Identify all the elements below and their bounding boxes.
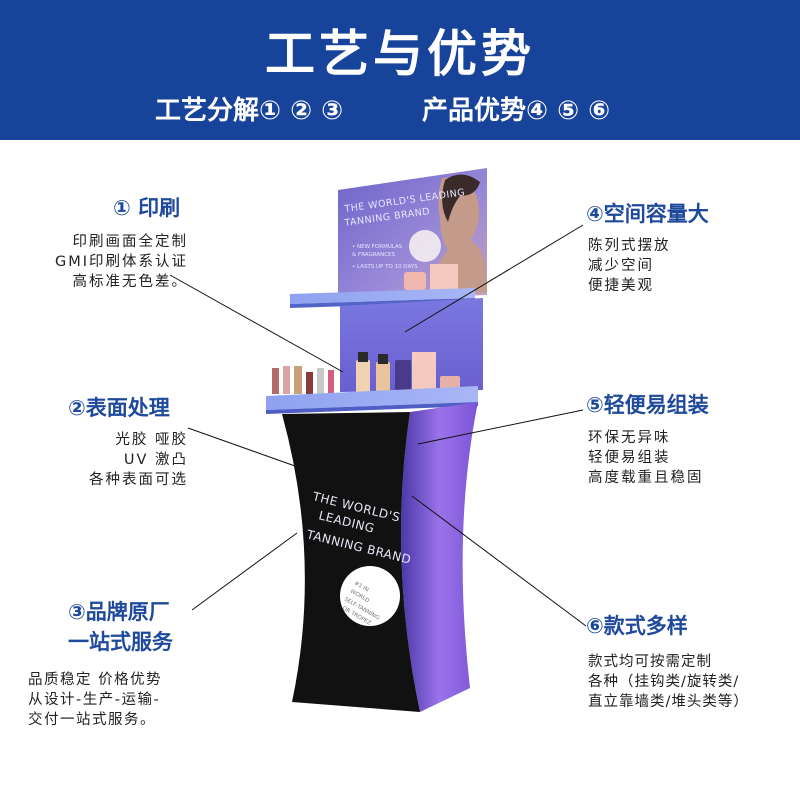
header-card-bullet-3: • LASTS UP TO 10 DAYS: [352, 264, 418, 270]
stand-side-panel: [401, 402, 478, 712]
feature-assembly-line-3: 高度载重且稳固: [588, 470, 704, 486]
stand-headline-3: TANNING BRAND: [304, 527, 412, 567]
feature-styles-desc: 款式均可按需定制 各种（挂钩类/旋转类/ 直立靠墙类/堆头类等）: [588, 652, 749, 712]
badge-line-2: WORLD: [349, 589, 370, 605]
feature-styles-title: ⑥款式多样: [586, 614, 688, 638]
lower-shelf: [266, 386, 478, 410]
header-card-bullet-2: & FRAGRANCES: [352, 252, 396, 258]
badge-line-3: SELF-TANNING: [343, 597, 380, 622]
stand-headline-1: THE WORLD'S: [310, 489, 401, 525]
feature-styles-line-3: 直立靠墙类/堆头类等）: [588, 694, 749, 710]
back-panel: [340, 298, 483, 392]
feature-printing-desc: 印刷画面全定制 GMI印刷体系认证 高标准无色差。: [55, 232, 188, 292]
badge-line-4: OR TROPEZ: [341, 606, 372, 627]
feature-brand-title-2: 一站式服务: [68, 630, 173, 654]
feature-surface-line-1: 光胶 哑胶: [115, 432, 188, 448]
page-title: 工艺与优势: [265, 25, 535, 83]
feature-surface-desc: 光胶 哑胶 UV 激凸 各种表面可选: [89, 430, 188, 490]
feature-brand-line-3: 交付一站式服务。: [28, 712, 156, 728]
feature-assembly-line-2: 轻便易组装: [588, 450, 671, 466]
lipstick-products: [272, 366, 334, 394]
feature-brand-desc: 品质稳定 价格优势 从设计-生产-运输- 交付一站式服务。: [28, 670, 162, 730]
header-banner: 工艺与优势 工艺分解① ② ③ 产品优势④ ⑤ ⑥: [0, 0, 800, 140]
callout-lines: [169, 224, 587, 627]
badge-line-1: #1 IN: [353, 581, 370, 594]
header-card-headline-1: THE WORLD'S LEADING: [343, 187, 466, 215]
feature-styles-line-2: 各种（挂钩类/旋转类/: [588, 674, 740, 690]
upper-shelf: [290, 288, 475, 304]
header-card-badge: [409, 230, 441, 262]
header-product-box: [430, 264, 458, 290]
feature-assembly-title: ⑤轻便易组装: [586, 393, 709, 417]
feature-assembly-desc: 环保无异味 轻便易组装 高度载重且稳固: [588, 428, 704, 488]
process-subtitle: 工艺分解① ② ③: [155, 96, 344, 126]
feature-printing-line-1: 印刷画面全定制: [72, 234, 188, 250]
feature-capacity-line-3: 便捷美观: [588, 278, 654, 294]
model-figure-icon: [430, 177, 488, 294]
header-card-headline-2: TANNING BRAND: [343, 206, 431, 229]
feature-surface-line-2: UV 激凸: [123, 452, 188, 468]
feature-surface-title: ②表面处理: [68, 396, 170, 420]
feature-styles-line-1: 款式均可按需定制: [588, 654, 712, 670]
bottle-products: [356, 352, 460, 396]
feature-capacity-line-2: 减少空间: [588, 258, 654, 274]
feature-capacity-title: ④空间容量大: [586, 202, 709, 226]
feature-capacity-line-1: 陈列式摆放: [588, 238, 671, 254]
feature-capacity-desc: 陈列式摆放 减少空间 便捷美观: [588, 236, 671, 296]
feature-brand-line-1: 品质稳定 价格优势: [28, 672, 163, 688]
feature-assembly-line-1: 环保无异味: [588, 430, 671, 446]
feature-printing-line-3: 高标准无色差。: [72, 274, 188, 290]
advantage-subtitle: 产品优势④ ⑤ ⑥: [422, 96, 611, 126]
feature-surface-line-3: 各种表面可选: [89, 472, 188, 488]
stand-headline-2: LEADING: [317, 508, 376, 535]
header-card: [338, 168, 487, 300]
header-card-bullet-1: • NEW FORMULAS: [352, 244, 403, 250]
feature-brand-line-2: 从设计-生产-运输-: [28, 692, 161, 708]
feature-printing-line-2: GMI印刷体系认证: [54, 254, 188, 270]
stand-badge: [340, 566, 400, 626]
stand-front-panel: [282, 412, 420, 712]
feature-printing-title: ① 印刷: [113, 196, 181, 220]
feature-brand-title-1: ③品牌原厂: [68, 600, 170, 624]
